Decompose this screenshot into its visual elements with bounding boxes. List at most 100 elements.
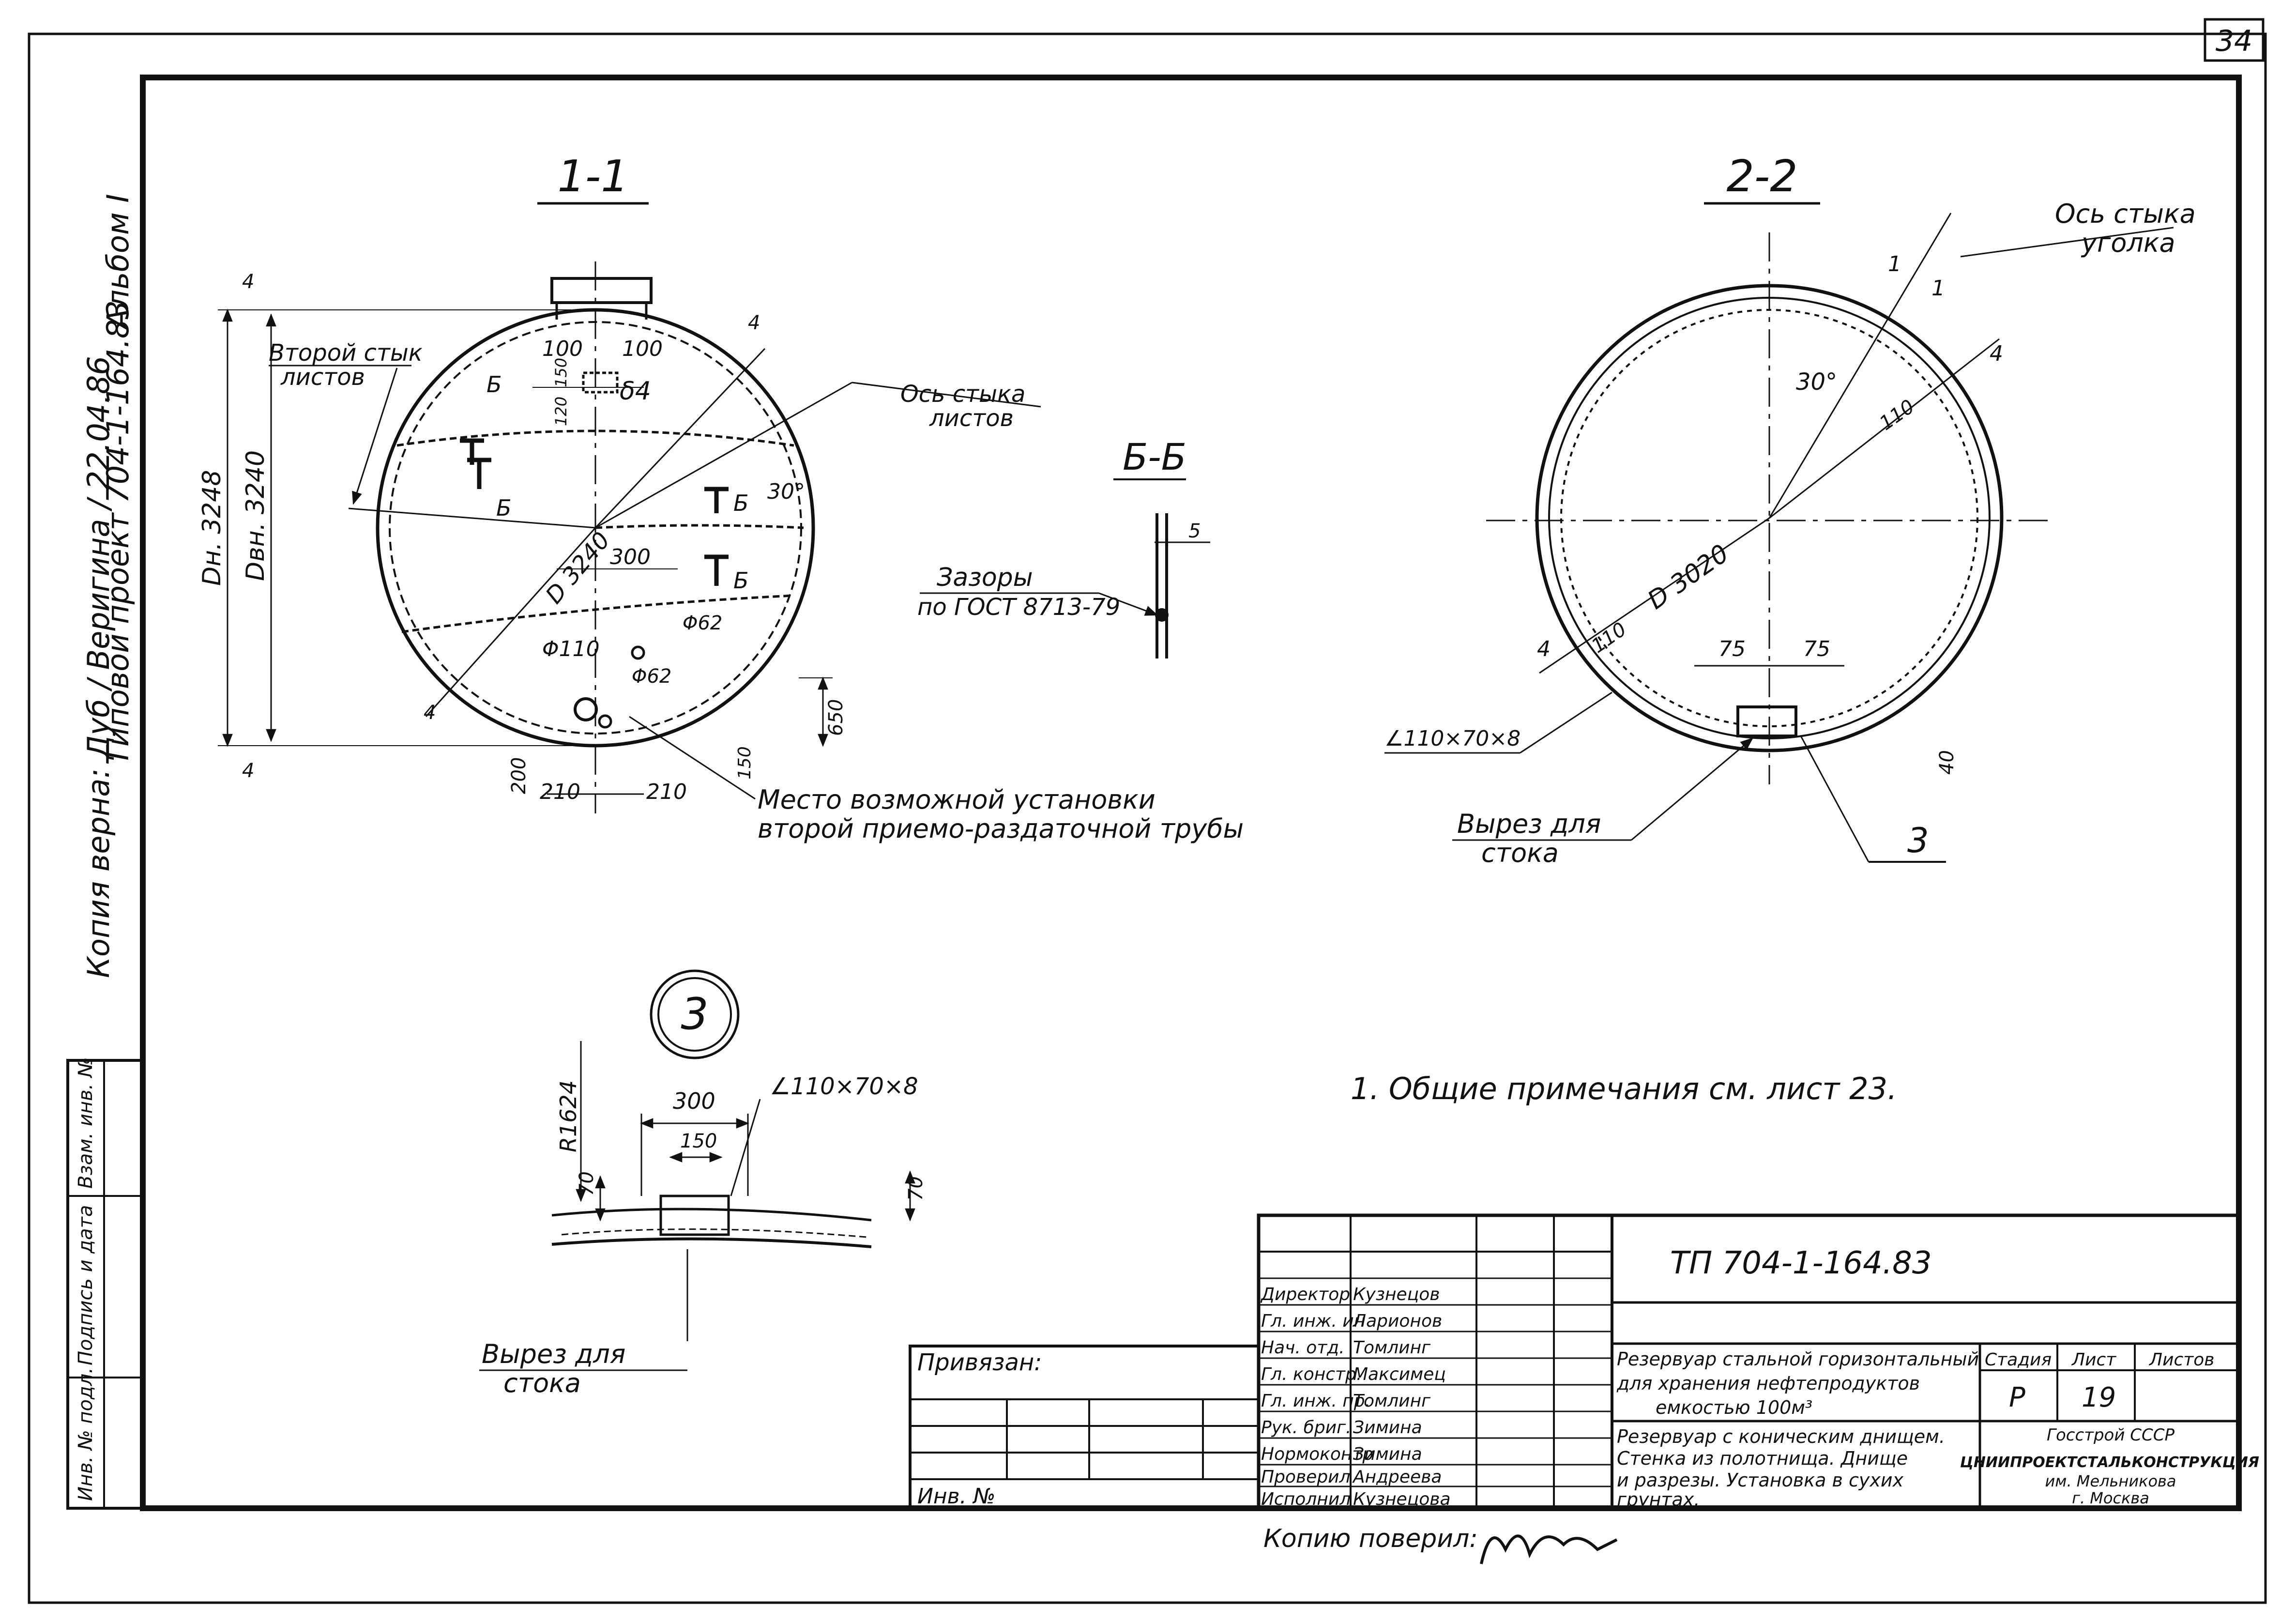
dim-70-b: 70: [905, 1176, 927, 1201]
stage-header: Стадия: [1985, 1350, 2052, 1370]
desc2-line2: Стенка из полотнища. Днище: [1617, 1448, 1908, 1469]
name-1: Ларионов: [1352, 1311, 1442, 1331]
gap-label-2: по ГОСТ 8713-79: [917, 594, 1120, 621]
section-2-2-title: 2-2: [1727, 151, 1798, 202]
role-2: Нач. отд.: [1261, 1338, 1345, 1358]
mark-1-b: 1: [1931, 276, 1945, 301]
dim-75-a: 75: [1718, 637, 1746, 661]
side-inscription: Копия верна: Дуб / Веригина / 22.04.86: [81, 356, 116, 978]
name-5: Зимина: [1353, 1418, 1422, 1438]
thickness-top: 4: [242, 271, 254, 293]
signature: [1480, 1534, 1618, 1564]
section-1-1-title: 1-1: [558, 151, 629, 202]
section-2-2: 2-2 Ось стыка уголка 1 1 4 4 30° 110 110…: [1384, 151, 2196, 868]
role-7: Проверил: [1261, 1467, 1351, 1487]
cut-label-1: Вырез для: [1457, 809, 1601, 839]
dim-100-a: 100: [542, 337, 583, 361]
left-strip: Инв. № подл. Подпись и дата Взам. инв. №: [66, 1057, 144, 1510]
callout-3: 3: [1907, 821, 1929, 860]
desc1-line2: для хранения нефтепродуктов: [1616, 1373, 1920, 1394]
name-4: Томлинг: [1353, 1391, 1431, 1411]
dim-650: 650: [825, 699, 847, 736]
detail-3: 3 R1624 300 150 ∠110×70×8 70 70 Вырез дл…: [479, 969, 927, 1398]
sheet-header: Лист: [2071, 1350, 2116, 1370]
privyazan-block: [909, 1345, 1260, 1510]
name-7: Андреева: [1352, 1467, 1442, 1487]
name-3: Максимец: [1353, 1364, 1446, 1384]
desc2-line4: грунтах.: [1617, 1489, 1700, 1510]
install-note-1: Место возможной установки: [758, 784, 1156, 815]
dh-label: Dн. 3248: [198, 470, 227, 586]
org-line2: ЦНИИПРОЕКТСТАЛЬКОНСТРУКЦИЯ: [1960, 1454, 2259, 1471]
angle-profile-label: ∠110×70×8: [1384, 726, 1521, 751]
sheet-value: 19: [2082, 1382, 2116, 1413]
d110-a: 110: [1875, 396, 1918, 435]
desc2-line1: Резервуар с коническим днищем.: [1617, 1426, 1945, 1447]
dim-210-a: 210: [540, 780, 580, 804]
delta4-label: δ4: [620, 377, 651, 406]
org-line4: г. Москва: [2072, 1489, 2149, 1507]
second-joint-label-2: листов: [280, 364, 365, 391]
detail-3-circle: [650, 969, 740, 1059]
org-line3: им. Мельникова: [2045, 1472, 2176, 1490]
corner-number: 34: [2216, 24, 2252, 58]
project-code: ТП 704-1-164.83: [1670, 1245, 1932, 1281]
role-6: Нормоконтр: [1261, 1444, 1373, 1464]
inner-frame: [140, 75, 2242, 1511]
pipe-phi62-b: [631, 645, 645, 660]
thickness-right: 4: [748, 312, 760, 334]
b-label-4: Б: [733, 567, 749, 594]
name-6: Зимина: [1353, 1444, 1422, 1464]
gap-point: [1155, 608, 1169, 622]
privyazan-label: Привязан:: [917, 1349, 1042, 1376]
strip-inv: Инв. № подл.: [75, 1367, 97, 1501]
thickness-bottom: 4: [242, 760, 254, 782]
joint-axis-label-1: Ось стыка: [2055, 199, 2196, 229]
drain-cut: [1736, 705, 1797, 737]
install-note-2: второй приемо-раздаточной трубы: [758, 813, 1244, 844]
b-label-3: Б: [733, 490, 749, 516]
dim-120: 120: [552, 397, 570, 426]
stage-value: Р: [2009, 1382, 2025, 1413]
detail-cut-1: Вырез для: [482, 1339, 625, 1369]
phi62-label-a: Φ62: [683, 612, 722, 634]
second-joint-label-1: Второй стык: [269, 339, 423, 367]
thickness-left: 4: [424, 702, 436, 724]
outer-frame: [28, 32, 2267, 1604]
section-1-1: 1-1 Б Б Б Б: [198, 151, 1244, 844]
name-2: Томлинг: [1353, 1338, 1431, 1358]
gap-label-1: Зазоры: [937, 563, 1033, 592]
dim-150-b: 150: [735, 746, 755, 780]
org-line1: Госстрой СССР: [2047, 1425, 2174, 1445]
pipe-phi110: [574, 697, 598, 721]
dim-150-d: 150: [680, 1130, 717, 1152]
dim-300: 300: [610, 545, 651, 569]
dim-40: 40: [1936, 750, 1958, 775]
cut-label-2: стока: [1481, 838, 1559, 868]
name-8: Кузнецова: [1353, 1489, 1451, 1509]
detail-cut-2: стока: [503, 1368, 581, 1398]
phi62-label-b: Φ62: [632, 665, 671, 688]
angle-bar: [659, 1194, 730, 1236]
copy-checked-label: Копию поверил:: [1263, 1524, 1478, 1553]
album-label: Альбом I: [100, 194, 136, 331]
radius-label: R1624: [555, 1080, 581, 1152]
b-label-2: Б: [496, 495, 512, 521]
dim-5: 5: [1188, 520, 1201, 542]
angle-30: 30°: [767, 479, 805, 504]
role-0: Директор: [1260, 1285, 1350, 1304]
thickness-b: 4: [1537, 637, 1551, 661]
profile-label: ∠110×70×8: [770, 1073, 918, 1100]
general-notes: 1. Общие примечания см. лист 23.: [1351, 1071, 1897, 1106]
sheet-joint-axis-2: листов: [929, 405, 1014, 432]
desc1-line3: емкостью 100м³: [1656, 1397, 1812, 1418]
desc1-line1: Резервуар стальной горизонтальный: [1617, 1348, 1979, 1370]
joint-axis-label-2: уголка: [2081, 228, 2175, 258]
top-hatch: [550, 277, 653, 304]
mark-1-a: 1: [1888, 252, 1901, 276]
dim-70-a: 70: [576, 1171, 598, 1196]
detail-3-number: 3: [681, 989, 708, 1040]
d3020: D 3020: [1642, 539, 1734, 615]
project-side-label: Типовой проект 704-1-164.83: [100, 300, 136, 765]
